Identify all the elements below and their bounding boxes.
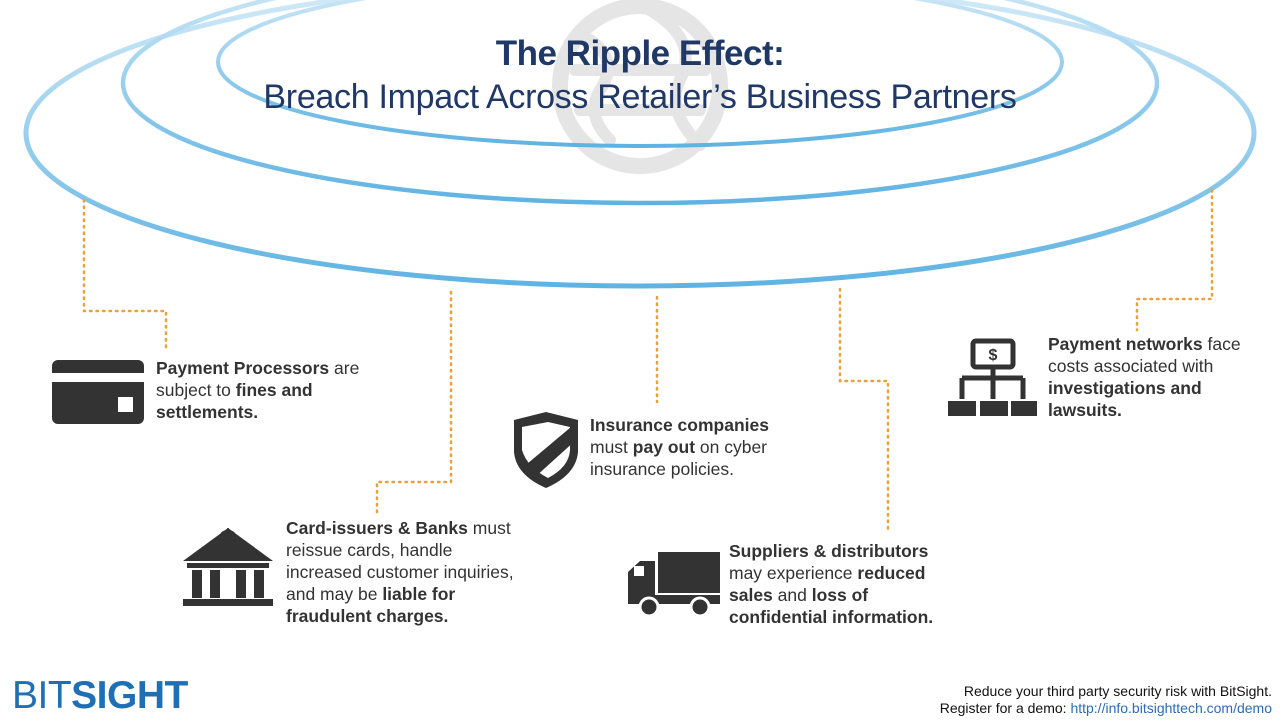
- partner-text-segment: fines and settlements.: [156, 380, 313, 422]
- svg-text:$: $: [219, 523, 237, 559]
- partner-payment-networks: Payment networks face costs associated w…: [1048, 333, 1253, 421]
- partner-text-segment: investigations and lawsuits.: [1048, 378, 1202, 420]
- cta-prefix: Register for a demo:: [939, 700, 1071, 716]
- bank-icon: $: [183, 523, 273, 606]
- partner-text-segment: Insurance companies: [590, 415, 769, 435]
- connector-suppliers: [838, 287, 890, 535]
- cta-line-2: Register for a demo: http://info.bitsigh…: [940, 700, 1272, 717]
- connector-card-issuers: [375, 290, 453, 517]
- partner-payment-processors: Payment Processors are subject to fines …: [156, 357, 391, 423]
- cta-line-1: Reduce your third party security risk wi…: [963, 683, 1272, 699]
- partner-text-segment: Payment networks: [1048, 334, 1203, 354]
- partner-insurance-companies: Insurance companies must pay out on cybe…: [590, 414, 790, 480]
- partner-text-segment: on cyber insurance policies.: [590, 437, 768, 479]
- globe-icon: [552, 0, 728, 174]
- demo-link[interactable]: http://info.bitsighttech.com/demo: [1070, 700, 1272, 716]
- partner-text-segment: must reissue cards, handle increased cus…: [286, 518, 514, 604]
- partner-text-segment: reduced sales: [729, 563, 926, 605]
- bitsight-logo: BITSIGHT: [12, 674, 188, 718]
- partner-text-segment: are subject to: [156, 358, 360, 400]
- shield-icon: [514, 412, 578, 488]
- partner-text-segment: liable for fraudulent charges.: [286, 584, 456, 626]
- partner-text-segment: Card-issuers & Banks: [286, 518, 468, 538]
- ripple-ring-middle: [120, 0, 1160, 206]
- partner-text-segment: and: [772, 585, 812, 605]
- ripple-ring-inner: [216, 0, 1064, 148]
- network-icon: $: [948, 338, 1037, 416]
- connector-payment-networks: [1135, 188, 1214, 332]
- ripple-ring-outer: [23, 0, 1257, 289]
- partner-text-segment: must: [590, 437, 633, 457]
- truck-icon: [628, 552, 720, 618]
- page-title: The Ripple Effect:: [495, 34, 785, 73]
- logo-part-sight: SIGHT: [71, 674, 188, 717]
- logo-part-bit: BIT: [12, 674, 72, 717]
- partner-text-segment: Suppliers & distributors: [729, 541, 929, 561]
- partner-card-issuers-banks: Card-issuers & Banks must reissue cards,…: [286, 517, 531, 627]
- partner-text-segment: pay out: [632, 437, 696, 457]
- partner-text-segment: Payment Processors: [156, 358, 330, 378]
- partner-text-segment: face costs associated with: [1048, 334, 1241, 376]
- svg-text:$: $: [989, 347, 998, 364]
- partner-suppliers-distributors: Suppliers & distributors may experience …: [729, 540, 954, 628]
- call-to-action: Reduce your third party security risk wi…: [940, 683, 1272, 717]
- connector-payment-processors: [82, 198, 168, 352]
- partner-text-segment: may experience: [729, 563, 858, 583]
- page-subtitle: Breach Impact Across Retailer’s Business…: [263, 78, 1017, 116]
- credit-card-icon: [52, 360, 144, 424]
- partner-text-segment: loss of confidential information.: [729, 585, 934, 627]
